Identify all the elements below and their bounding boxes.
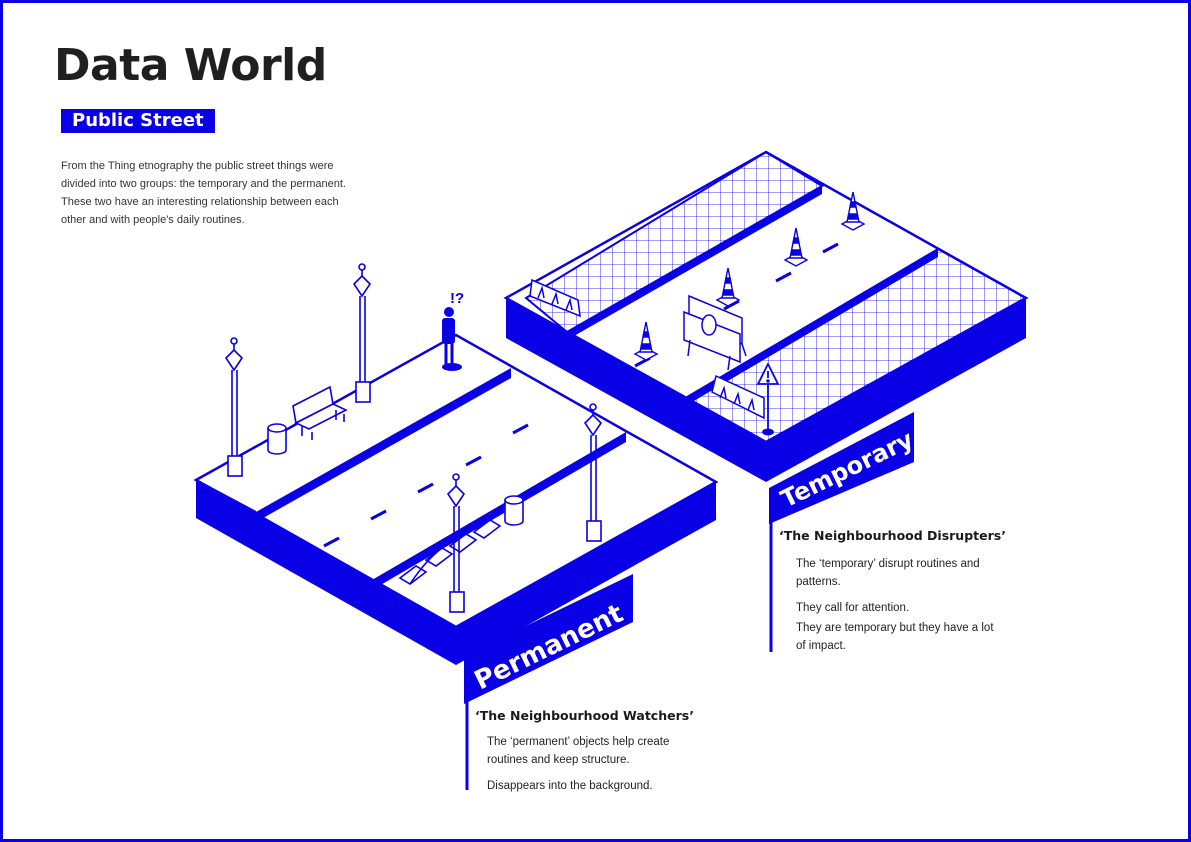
bike-rack-icon <box>398 519 502 585</box>
temporary-label-banner <box>769 412 914 524</box>
temporary-line-3: They are temporary but they have a lot o… <box>796 622 994 652</box>
permanent-description: ‘The Neighbourhood Watchers’ The ‘perman… <box>475 708 715 795</box>
intro-text: From the Thing etnography the public str… <box>61 160 346 226</box>
temporary-line-1: The ‘temporary’ disrupt routines and pat… <box>796 558 980 588</box>
person-icon <box>442 307 462 371</box>
road-barrier-icon <box>529 278 581 318</box>
traffic-cone-icon <box>715 267 741 307</box>
temporary-heading: ‘The Neighbourhood Disrupters’ <box>779 528 1006 543</box>
warning-sign-icon <box>756 361 780 436</box>
road-barrier-icon <box>683 294 747 371</box>
lamp-post-icon <box>352 263 372 403</box>
lamp-post-icon <box>583 403 603 542</box>
traffic-cone-icon <box>840 191 866 231</box>
lamp-post-icon <box>446 473 466 613</box>
permanent-line-2: Disappears into the background. <box>487 780 653 792</box>
bench-icon <box>292 385 348 440</box>
permanent-label-banner <box>464 574 633 704</box>
road-barrier-icon <box>711 374 765 420</box>
lamp-post-icon <box>224 337 244 477</box>
temporary-description: ‘The Neighbourhood Disrupters’ The ‘temp… <box>779 528 1019 655</box>
permanent-heading: ‘The Neighbourhood Watchers’ <box>475 708 694 723</box>
permanent-line-1: The ‘permanent’ objects help create rout… <box>487 736 670 766</box>
person-exclamation-icon: !? <box>450 290 464 307</box>
traffic-cone-icon <box>783 227 809 267</box>
section-tag: Public Street <box>61 109 215 133</box>
page-title: Data World <box>54 40 327 91</box>
temporary-line-2: They call for attention. <box>796 602 910 614</box>
traffic-cone-icon <box>633 321 659 361</box>
bin-icon <box>267 423 287 455</box>
bin-icon <box>504 495 524 526</box>
